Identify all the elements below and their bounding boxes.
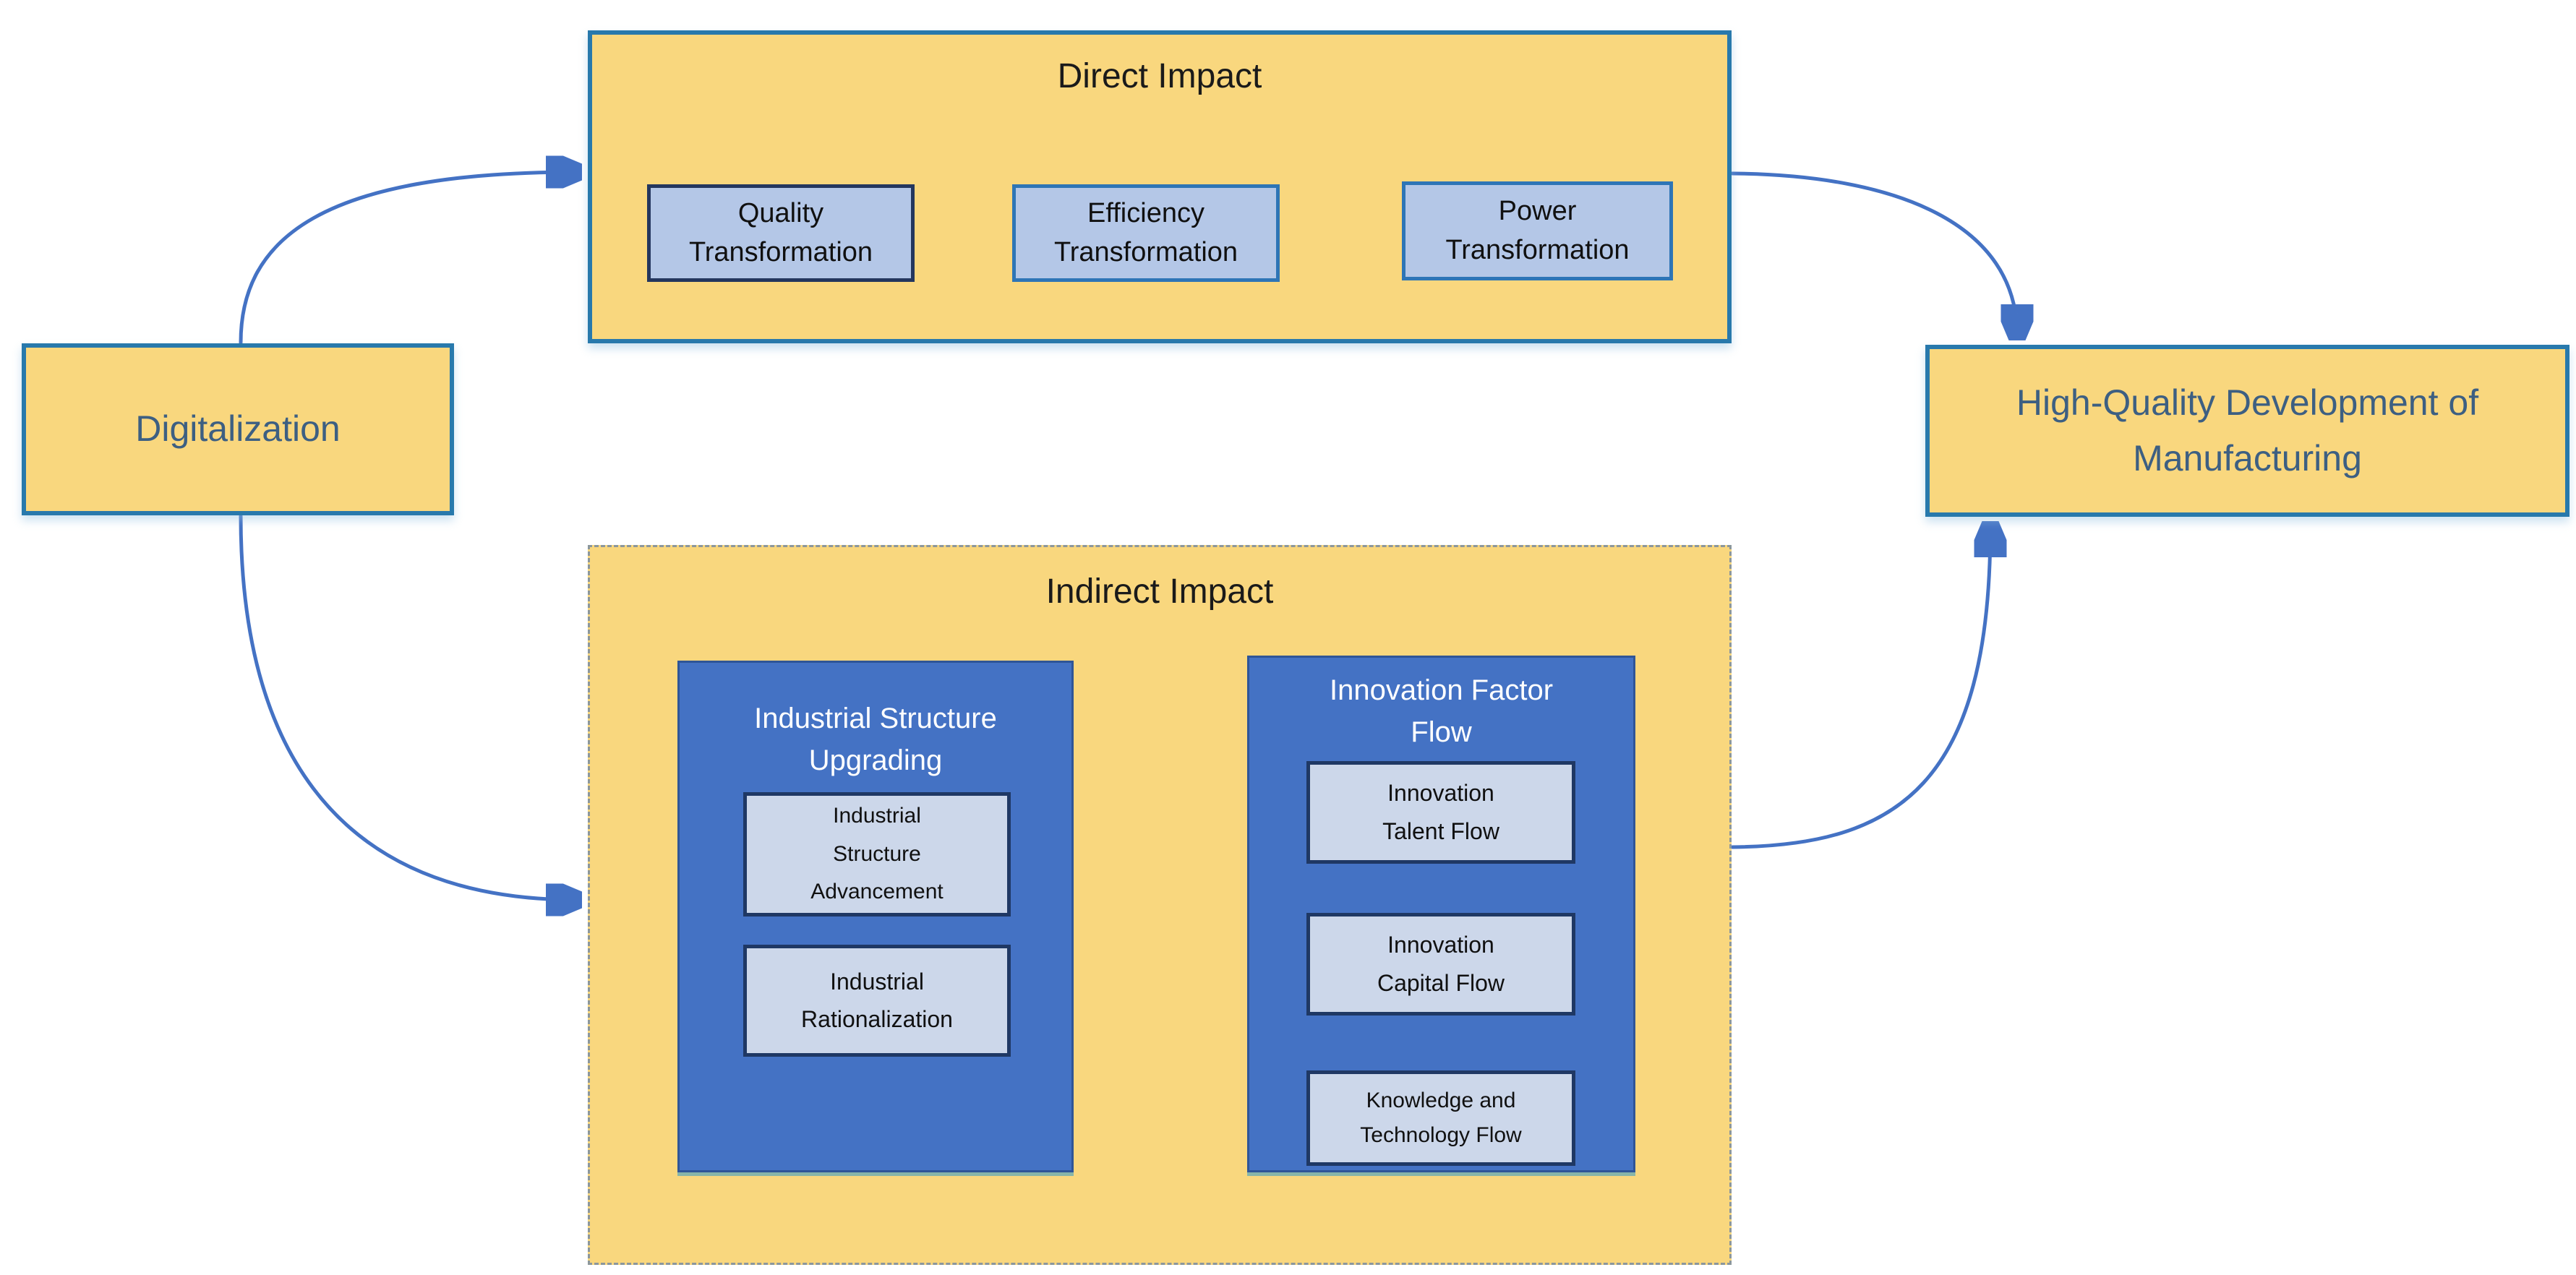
node-industrial-rationalization: Industrial Rationalization: [743, 945, 1011, 1057]
node-high-quality-development-of-manufacturing: High-Quality Development of Manufacturin…: [1925, 345, 2569, 517]
node-industrial-structure-advancement: Industrial Structure Advancement: [743, 792, 1011, 916]
arrow-direct-impact-to-outcome: [1730, 171, 2017, 335]
arrow-indirect-impact-to-outcome: [1730, 526, 1990, 849]
node-innovation-talent-flow: Innovation Talent Flow: [1306, 761, 1575, 864]
node-efficiency-transformation: Efficiency Transformation: [1012, 184, 1280, 282]
arrow-digitalization-to-indirect-impact: [239, 514, 577, 900]
node-digitalization: Digitalization: [22, 343, 454, 515]
node-knowledge-and-technology-flow: Knowledge and Technology Flow: [1306, 1070, 1575, 1166]
node-quality-transformation: Quality Transformation: [647, 184, 915, 282]
industrial-structure-upgrading-title: Industrial Structure Upgrading: [754, 703, 997, 776]
group-indirect-impact: Indirect Impact Industrial Structure Upg…: [588, 545, 1732, 1265]
group-industrial-structure-upgrading: Industrial Structure Upgrading Industria…: [677, 661, 1074, 1172]
node-power-transformation: Power Transformation: [1402, 181, 1673, 280]
direct-impact-title: Direct Impact: [1057, 57, 1262, 95]
group-direct-impact: Direct Impact Quality Transformation Eff…: [588, 30, 1732, 343]
group-innovation-factor-flow: Innovation Factor Flow Innovation Talent…: [1247, 656, 1635, 1172]
node-innovation-capital-flow: Innovation Capital Flow: [1306, 913, 1575, 1016]
innovation-factor-flow-title: Innovation Factor Flow: [1329, 674, 1554, 748]
arrow-digitalization-to-direct-impact: [239, 172, 577, 345]
indirect-impact-title: Indirect Impact: [1045, 572, 1274, 611]
